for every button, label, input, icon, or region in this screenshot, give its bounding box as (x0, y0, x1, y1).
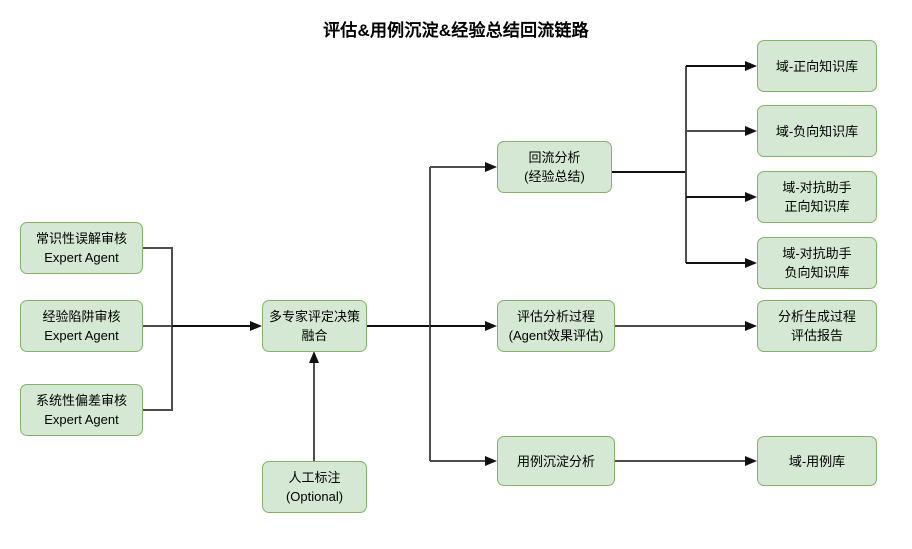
node-multi-expert-fusion-line1: 多专家评定决策 (268, 309, 360, 324)
node-case-precipitation-line1: 用例沉淀分析 (516, 453, 595, 469)
node-kb-adversarial-negative[interactable]: 域-对抗助手 负向知识库 (757, 237, 877, 289)
arrowhead-to-adv-positive (745, 192, 757, 202)
node-expert-experience-trap-line2: Expert Agent (44, 328, 119, 343)
node-analysis-report-line2: 评估报告 (790, 328, 843, 343)
node-kb-adversarial-negative-line1: 域-对抗助手 (782, 246, 852, 261)
arrowhead-to-fusion (250, 321, 262, 331)
page-title: 评估&用例沉淀&经验总结回流链路 (323, 21, 589, 40)
node-kb-domain-negative[interactable]: 域-负向知识库 (757, 105, 877, 157)
node-expert-systematic-bias-line1: 系统性偏差审核 (35, 393, 127, 408)
arrowhead-to-backflow (485, 162, 497, 172)
node-kb-adversarial-positive-line2: 正向知识库 (784, 199, 850, 214)
node-manual-annotation-line1: 人工标注 (288, 470, 341, 485)
node-case-precipitation[interactable]: 用例沉淀分析 (497, 436, 615, 486)
edge-expert-common-sense (143, 247, 173, 326)
node-case-library-line1: 域-用例库 (788, 453, 846, 469)
node-backflow-analysis-line2: (经验总结) (524, 169, 585, 184)
node-case-library[interactable]: 域-用例库 (757, 436, 877, 486)
node-kb-domain-positive-line1: 域-正向知识库 (775, 58, 859, 74)
arrowhead-to-case-library (745, 456, 757, 466)
node-evaluation-process-line1: 评估分析过程 (516, 309, 595, 324)
node-multi-expert-fusion[interactable]: 多专家评定决策 融合 (262, 300, 367, 352)
node-expert-common-sense[interactable]: 常识性误解审核 Expert Agent (20, 222, 143, 274)
node-backflow-analysis[interactable]: 回流分析 (经验总结) (497, 141, 612, 193)
arrowhead-to-report (745, 321, 757, 331)
node-kb-domain-positive[interactable]: 域-正向知识库 (757, 40, 877, 92)
node-manual-annotation-line2: (Optional) (285, 489, 344, 504)
node-analysis-report[interactable]: 分析生成过程 评估报告 (757, 300, 877, 352)
node-kb-domain-negative-line1: 域-负向知识库 (775, 123, 859, 139)
node-backflow-analysis-line1: 回流分析 (528, 150, 581, 165)
node-kb-adversarial-positive[interactable]: 域-对抗助手 正向知识库 (757, 171, 877, 223)
node-expert-systematic-bias-line2: Expert Agent (44, 412, 119, 427)
arrowhead-to-kb-positive (745, 61, 757, 71)
node-kb-adversarial-negative-line2: 负向知识库 (784, 265, 850, 280)
node-expert-systematic-bias[interactable]: 系统性偏差审核 Expert Agent (20, 384, 143, 436)
node-analysis-report-line1: 分析生成过程 (777, 309, 856, 324)
arrowhead-to-case-analysis (485, 456, 497, 466)
node-expert-experience-trap-line1: 经验陷阱审核 (42, 309, 121, 324)
node-evaluation-process[interactable]: 评估分析过程 (Agent效果评估) (497, 300, 615, 352)
node-evaluation-process-line2: (Agent效果评估) (508, 328, 604, 343)
node-manual-annotation[interactable]: 人工标注 (Optional) (262, 461, 367, 513)
node-multi-expert-fusion-line2: 融合 (301, 328, 328, 343)
edge-expert-systematic-bias (143, 326, 173, 411)
node-kb-adversarial-positive-line1: 域-对抗助手 (782, 180, 852, 195)
arrowhead-to-evaluation (485, 321, 497, 331)
arrowhead-to-kb-negative (745, 126, 757, 136)
arrowhead-to-fusion-bottom (309, 351, 319, 363)
node-expert-experience-trap[interactable]: 经验陷阱审核 Expert Agent (20, 300, 143, 352)
arrowhead-to-adv-negative (745, 258, 757, 268)
node-expert-common-sense-line1: 常识性误解审核 (35, 231, 127, 246)
node-expert-common-sense-line2: Expert Agent (44, 250, 119, 265)
